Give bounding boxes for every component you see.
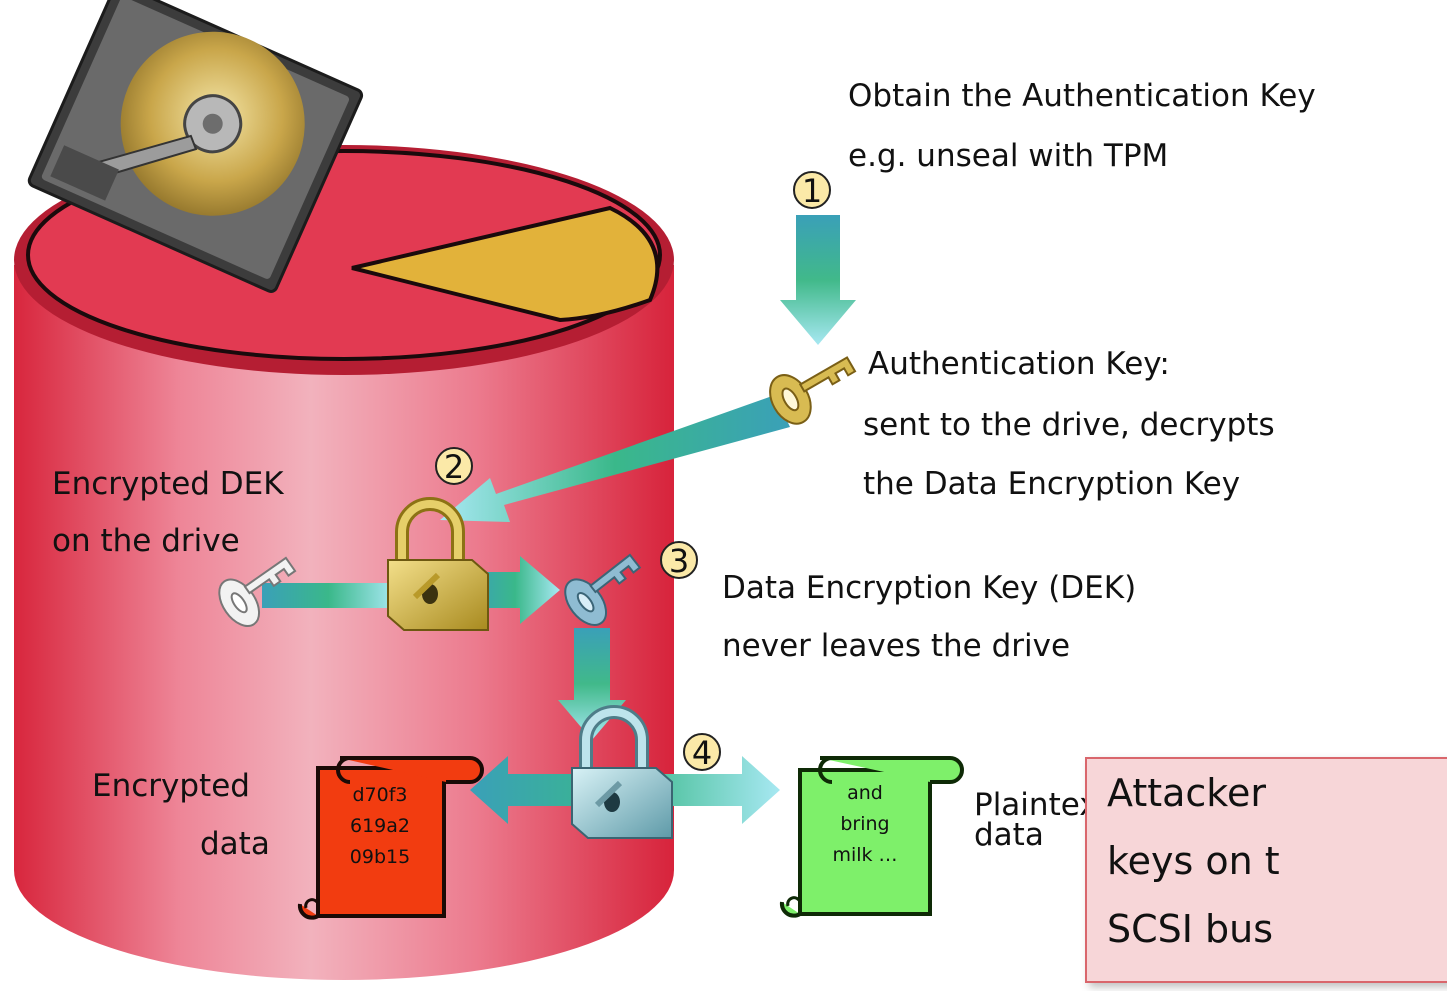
encrypted-dek-key-icon <box>218 556 297 627</box>
step-number-4: 4 <box>692 734 712 772</box>
blue-lock-icon <box>571 705 673 839</box>
step-number-2: 2 <box>444 448 464 486</box>
arrow-step1 <box>780 215 856 345</box>
encrypted-dek-label-line1: Encrypted DEK <box>52 466 284 502</box>
authentication-key-icon <box>769 356 857 425</box>
plaintext-scroll-line: milk … <box>832 844 898 866</box>
step-badge-2: 2 <box>435 447 473 486</box>
pie-slice-gold <box>351 205 660 323</box>
auth-key-label-line3: the Data Encryption Key <box>863 466 1241 502</box>
step-badge-3: 3 <box>660 541 698 580</box>
gold-lock-icon <box>387 497 489 631</box>
step-number-3: 3 <box>669 542 689 580</box>
auth-key-label-line2: sent to the drive, decrypts <box>863 407 1275 443</box>
step1-label-line1: Obtain the Authentication Key <box>848 78 1316 114</box>
attacker-note-line3: SCSI bus <box>1107 907 1274 951</box>
step1-label-line2: e.g. unseal with TPM <box>848 138 1169 174</box>
dek-label-line1: Data Encryption Key (DEK) <box>722 570 1137 606</box>
encrypted-scroll-text: d70f3 619a2 09b15 <box>330 780 430 873</box>
plaintext-label-line2: data <box>974 817 1044 853</box>
hard-drive-image <box>27 0 364 293</box>
encrypted-data-label-line1: Encrypted <box>92 768 250 804</box>
step-number-1: 1 <box>802 172 822 210</box>
dek-label-line2: never leaves the drive <box>722 628 1071 664</box>
plaintext-data-scroll <box>779 756 964 918</box>
plaintext-scroll-line: and <box>847 782 883 804</box>
encrypted-data-scroll <box>297 756 484 920</box>
attacker-note-line2: keys on t <box>1107 839 1280 883</box>
encrypted-dek-label-line2: on the drive <box>52 523 240 559</box>
arrow-lock-to-dek <box>470 556 560 624</box>
dek-key-icon <box>564 553 642 626</box>
step-badge-4: 4 <box>683 733 721 772</box>
step-badge-1: 1 <box>793 171 831 210</box>
plaintext-scroll-text: and bring milk … <box>815 778 915 871</box>
arrow-dek-to-lock <box>262 583 395 608</box>
encrypted-scroll-line: d70f3 <box>352 784 408 806</box>
encrypted-data-label-line2: data <box>200 826 270 862</box>
attacker-note-line1: Attacker <box>1107 771 1266 815</box>
auth-key-label-line1: Authentication Key: <box>868 346 1170 382</box>
encrypted-scroll-line: 619a2 <box>350 815 410 837</box>
plaintext-scroll-line: bring <box>840 813 890 835</box>
attacker-note-box: Attacker keys on t SCSI bus <box>1085 757 1447 983</box>
encrypted-scroll-line: 09b15 <box>349 846 411 868</box>
arrow-step2 <box>440 395 790 522</box>
